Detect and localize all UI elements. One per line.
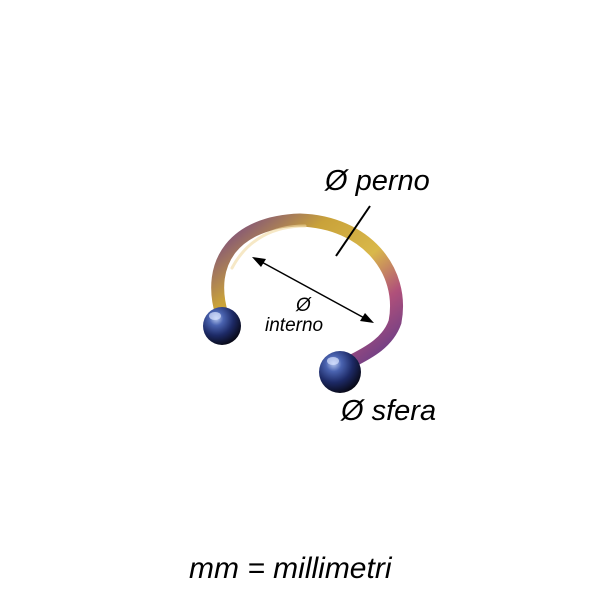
right-ball-shine [327,357,339,365]
inner-diameter-label: interno [265,315,324,336]
pin-diameter-label: Ø perno [325,165,430,197]
left-ball [203,307,241,345]
horseshoe-ring [211,213,403,369]
left-ball-shine [209,312,221,320]
ball-diameter-label: Ø sfera [341,395,437,427]
arrowhead-left [252,257,266,267]
inner-diameter-symbol: Ø [296,295,311,316]
unit-legend: mm = millimetri [189,552,392,585]
arrowhead-right [360,313,374,323]
right-ball [319,351,361,393]
ring-highlight [230,224,307,270]
inner-diameter-arrow [257,259,369,321]
pin-pointer-line [335,205,371,257]
